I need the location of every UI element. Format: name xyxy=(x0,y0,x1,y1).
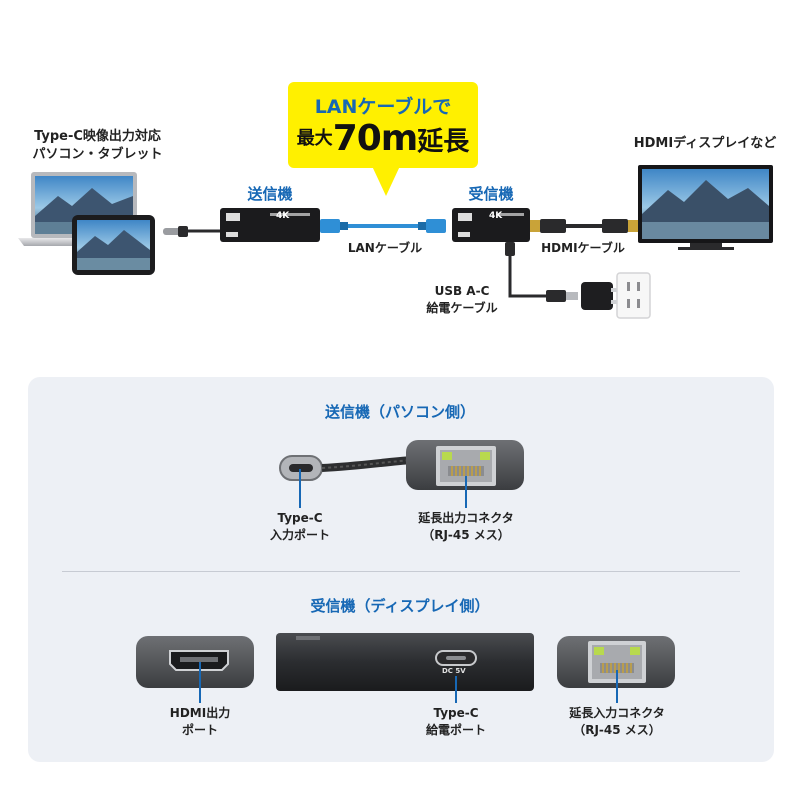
port-detail-panel xyxy=(28,377,774,762)
receiver-rj45-closeup xyxy=(557,636,675,688)
transmitter-label: 送信機 xyxy=(247,185,293,203)
in-connector-label-line-2: （RJ-45 メス） xyxy=(573,723,661,737)
transmitter-badge: 4K xyxy=(276,211,290,221)
receiver-device-icon xyxy=(452,208,530,242)
source-label-line-1: Type-C映像出力対応 xyxy=(34,129,161,144)
callout-line-1: LANケーブルで xyxy=(314,96,452,118)
hdmi-out-label-line-1: HDMI出力 xyxy=(169,706,231,720)
receiver-label: 受信機 xyxy=(468,185,514,203)
hdmi-cable-icon xyxy=(530,219,638,233)
typec-input-label-line-2: 入力ポート xyxy=(269,528,330,542)
typec-input-label-line-1: Type-C xyxy=(277,511,323,525)
receiver-body-closeup xyxy=(276,633,534,691)
callout-distance-text: 70m xyxy=(332,118,419,159)
typec-input-label: Type-C 入力ポート xyxy=(250,510,350,544)
out-connector-label-line-1: 延長出力コネクタ xyxy=(418,511,514,525)
receiver-hdmi-closeup xyxy=(136,636,254,688)
dc-5v-label: DC 5V xyxy=(442,667,466,675)
tablet-icon xyxy=(72,215,155,275)
transmitter-closeup xyxy=(279,440,524,490)
tv-display-icon xyxy=(638,165,773,250)
callout-pointer xyxy=(372,166,400,196)
usb-power-label-line-2: 給電ケーブル xyxy=(426,301,498,315)
range-callout xyxy=(288,82,478,168)
usb-power-label-line-1: USB A-C xyxy=(434,284,490,298)
wall-outlet-icon xyxy=(616,272,651,319)
source-label-line-2: パソコン・タブレット xyxy=(32,147,163,162)
callout-extend-text: 延長 xyxy=(417,127,470,157)
receiver-badge: 4K xyxy=(489,211,503,221)
hdmi-cable-label: HDMIケーブル xyxy=(541,241,625,255)
hdmi-out-label-line-2: ポート xyxy=(181,723,218,737)
in-connector-label: 延長入力コネクタ （RJ-45 メス） xyxy=(547,705,687,739)
lan-cable-label: LANケーブル xyxy=(347,241,423,255)
out-connector-label-line-2: （RJ-45 メス） xyxy=(422,528,510,542)
transmitter-title: 送信機（パソコン側） xyxy=(324,403,475,421)
usb-power-cable-icon xyxy=(505,242,578,302)
out-connector-label: 延長出力コネクタ （RJ-45 メス） xyxy=(396,510,536,544)
hdmi-out-label: HDMI出力 ポート xyxy=(150,705,250,739)
typec-power-label-line-2: 給電ポート xyxy=(425,723,486,737)
typec-cable-icon xyxy=(163,226,222,237)
panel-divider xyxy=(62,571,740,572)
typec-power-label-line-1: Type-C xyxy=(433,706,479,720)
connection-diagram xyxy=(18,165,773,319)
in-connector-label-line-1: 延長入力コネクタ xyxy=(569,706,665,720)
usb-power-label: USB A-C 給電ケーブル xyxy=(414,283,510,317)
power-adapter-icon xyxy=(581,282,617,310)
lan-cable-icon xyxy=(320,219,446,233)
callout-line-2: 最大70m延長 xyxy=(288,118,478,159)
receiver-title: 受信機（ディスプレイ側） xyxy=(310,597,490,615)
transmitter-device-icon xyxy=(220,208,320,242)
display-label: HDMIディスプレイなど xyxy=(633,136,777,151)
source-label: Type-C映像出力対応 パソコン・タブレット xyxy=(10,128,185,164)
callout-max-text: 最大 xyxy=(296,128,333,149)
typec-power-label: Type-C 給電ポート xyxy=(406,705,506,739)
